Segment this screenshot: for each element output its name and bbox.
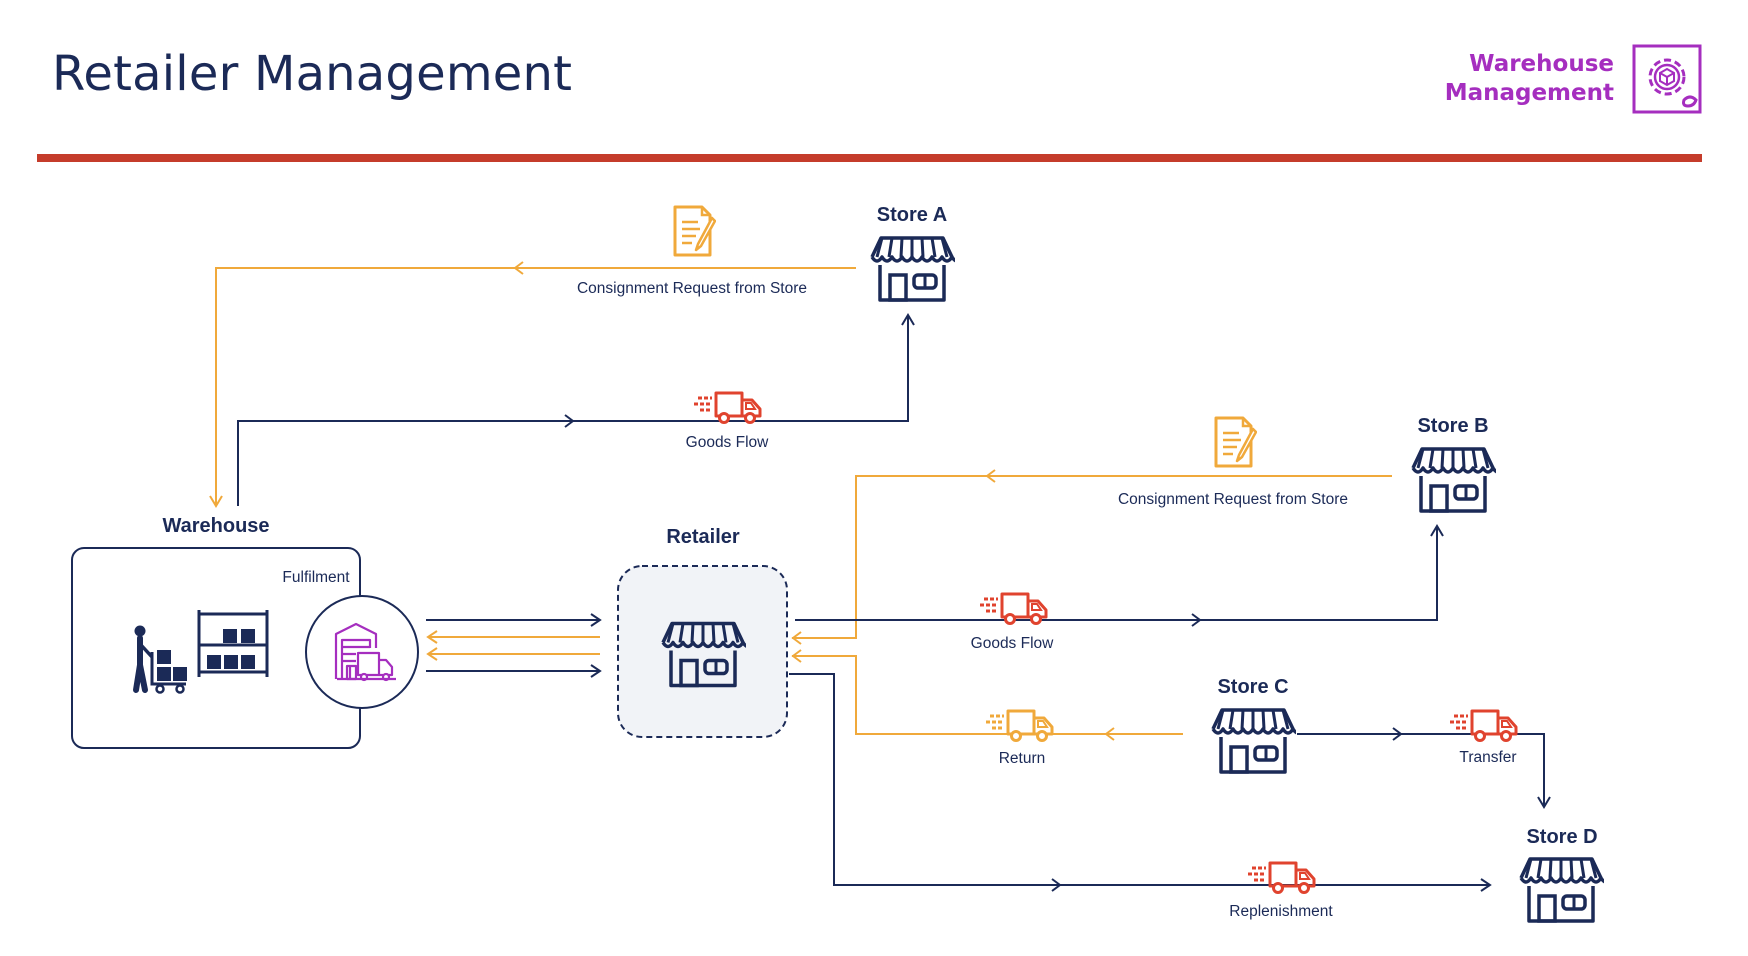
store-c-label: Store C (1217, 676, 1288, 698)
truck-icon-return (986, 709, 1054, 742)
page-title: Retailer Management (52, 46, 573, 102)
brand-text: Warehouse Management (1445, 50, 1614, 108)
store-d-label: Store D (1526, 826, 1597, 848)
truck-icon-goods-flow-a (694, 391, 762, 424)
document-icon-consignment-a (673, 205, 716, 257)
fulfilment-warehouse-icon (334, 622, 396, 682)
fulfilment-label: Fulfilment (282, 569, 350, 586)
title-divider (37, 154, 1702, 162)
store-d-icon (1519, 857, 1604, 923)
edge-consignment-store-b (791, 469, 1392, 645)
edge-return-store-c (791, 649, 1183, 741)
store-a-icon (870, 236, 955, 302)
edge-label-transfer: Transfer (1459, 749, 1516, 766)
store-b-label: Store B (1417, 415, 1488, 437)
edge-consignment-store-a (209, 261, 856, 508)
edge-label-goods-flow-a: Goods Flow (686, 434, 770, 451)
warehouse-worker-icon (133, 625, 187, 694)
retailer-label: Retailer (666, 526, 740, 548)
truck-icon-transfer (1450, 709, 1518, 742)
edge-warehouse-retailer (426, 613, 602, 678)
warehouse-shelf-icon (197, 610, 269, 677)
store-b-icon (1411, 447, 1496, 513)
document-icon-consignment-b (1214, 416, 1257, 468)
edge-label-consignment-b: Consignment Request from Store (1118, 491, 1348, 508)
brand-logo: Warehouse Management (1445, 44, 1702, 114)
edge-label-return: Return (999, 750, 1046, 767)
edge-goods-flow-store-b (795, 524, 1444, 627)
brand-line-2: Management (1444, 80, 1614, 106)
brand-line-1: Warehouse (1469, 51, 1614, 77)
store-a-label: Store A (877, 204, 947, 226)
edge-label-goods-flow-b: Goods Flow (971, 635, 1055, 652)
edge-transfer-store-c-d (1297, 727, 1551, 809)
edge-label-replenishment: Replenishment (1229, 903, 1333, 920)
gear-cube-icon (1632, 44, 1702, 114)
edge-goods-flow-store-a (237, 313, 915, 506)
warehouse-label: Warehouse (162, 515, 269, 537)
store-c-icon (1211, 708, 1296, 774)
edge-replenishment-store-d (789, 673, 1492, 892)
edge-label-consignment-a: Consignment Request from Store (577, 280, 807, 297)
truck-icon-replenishment (1248, 861, 1316, 894)
retailer-box (617, 565, 788, 738)
